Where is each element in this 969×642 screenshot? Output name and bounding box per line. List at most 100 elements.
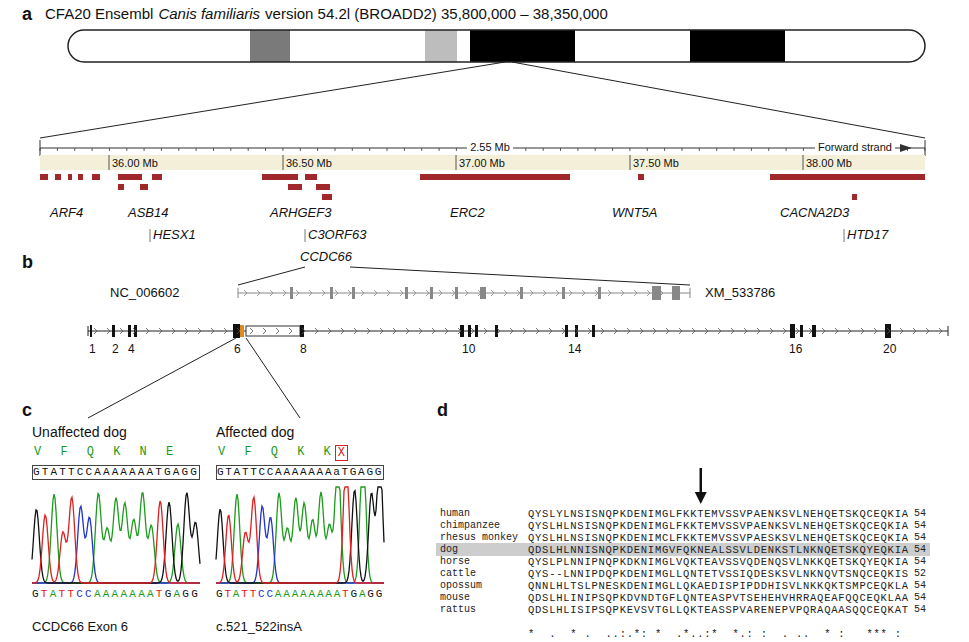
base-letter: G — [191, 588, 200, 600]
gene-bar — [305, 174, 317, 180]
gene-bar — [770, 174, 925, 180]
exon-number: 14 — [568, 343, 581, 357]
panel-heading: Affected dog — [216, 424, 294, 440]
gene-name: HTD17 — [847, 228, 888, 243]
residue-count: 54 — [914, 544, 926, 556]
pointer-arrow — [700, 468, 703, 494]
base-letter: G — [165, 588, 174, 600]
exon-number: 10 — [462, 343, 475, 357]
panel-letter: b — [22, 252, 33, 273]
protein-sequence: QDSLHLNNISNQPKDENIMGVFQKNEALSSVLDENKSTLN… — [528, 544, 909, 556]
coordinate-tick — [456, 155, 457, 170]
base-letter: C — [258, 588, 266, 600]
accession-label: NC_006602 — [110, 286, 179, 301]
gene-name: CCDC66 — [300, 250, 352, 265]
panel-letter: c — [22, 400, 32, 421]
base-letter: A — [112, 588, 121, 600]
protein-sequence: QYSLPLNNIPNQPKDKNIMGLVQKTEAVSSVQDENQSVLN… — [528, 556, 909, 568]
exon-number: 6 — [234, 343, 241, 357]
coordinate-tick — [109, 155, 803, 170]
base-letter: T — [41, 588, 50, 600]
residue-count: 52 — [914, 568, 926, 580]
protein-sequence: QYS--LNNIPDQPKDENIMGLLQNTETVSSIQDESKSVLN… — [528, 568, 909, 580]
gene-tick — [305, 229, 306, 242]
residue-count: 54 — [914, 520, 926, 532]
transcript-model — [562, 287, 565, 299]
base-letter: A — [292, 588, 300, 600]
stop-codon-box: X — [335, 445, 348, 461]
base-letter: T — [241, 588, 249, 600]
transcript-model — [790, 324, 795, 338]
transcript-model — [330, 287, 333, 299]
transcript-model — [88, 331, 948, 332]
base-letter: A — [233, 588, 241, 600]
base-letter: A — [129, 588, 138, 600]
gene-bar — [68, 174, 72, 180]
gene-bar — [420, 174, 570, 180]
gene-tick — [150, 229, 151, 242]
coordinate-label: 36.00 Mb — [112, 157, 158, 170]
transcript-model — [112, 325, 115, 337]
transcript-model — [238, 286, 690, 300]
base-letter: A — [283, 588, 291, 600]
base-letter: A — [147, 588, 156, 600]
transcript-model — [475, 325, 478, 337]
gene-tick — [150, 229, 844, 242]
base-letter: A — [334, 588, 342, 600]
gene-bar — [852, 194, 857, 200]
chromatogram-trace — [216, 487, 384, 583]
base-letter: A — [174, 588, 183, 600]
base-letter: T — [67, 588, 76, 600]
coordinate-tick — [630, 155, 631, 170]
title-text: version 54.2l (BROADD2) 35,800,000 – 38,… — [265, 5, 608, 22]
species-name: cattle — [440, 568, 476, 580]
coordinate-label: 38.00 Mb — [806, 157, 852, 170]
gene-name: C3ORF63 — [308, 228, 367, 243]
strand-chevrons — [244, 290, 676, 296]
base-call-sequence: GTATTCCAAAAAAATGAGG — [32, 588, 200, 601]
coordinate-tick — [803, 155, 804, 170]
transcript-model — [233, 324, 240, 338]
gene-bar — [118, 174, 142, 180]
amino-acid-row: V F Q K K — [218, 446, 337, 460]
panel-letter: a — [22, 4, 32, 25]
base-letter: G — [351, 588, 359, 600]
residue-count: 54 — [914, 508, 926, 520]
transcript-model — [800, 325, 803, 337]
highlighted-row: dogQDSLHLNNISNQPKDENIMGVFQKNEALSSVLDENKS… — [436, 543, 930, 556]
chromosome-ideogram — [68, 30, 925, 62]
strand-arrow — [900, 144, 912, 152]
base-letter: T — [342, 588, 350, 600]
panel-caption: CCDC66 Exon 6 — [32, 620, 128, 635]
gene-bar — [152, 174, 162, 180]
protein-sequence: QYSLHLNSISNQPKDENIMGLFKKTEMVSSVPAENKSVLN… — [528, 520, 909, 532]
gene-bar — [118, 184, 124, 190]
zoom-line — [40, 62, 925, 138]
base-letter: A — [359, 588, 367, 600]
gene-bar — [40, 174, 925, 200]
transcript-model — [238, 288, 239, 298]
exon-number: 1 — [89, 343, 96, 357]
transcript-model — [238, 293, 690, 294]
transcript-model — [948, 326, 949, 336]
base-letter: C — [76, 588, 85, 600]
residue-count: 54 — [914, 604, 926, 616]
panel-letter: d — [437, 400, 448, 421]
zoom-line — [350, 267, 690, 285]
base-letter: A — [317, 588, 325, 600]
gene-bar — [55, 174, 61, 180]
protein-sequence: QDSLHLINIPSQPKDVNDTGFLQNTEASPVTSEHEHVHRR… — [528, 592, 909, 604]
panel-heading: Unaffected dog — [32, 424, 127, 440]
gene-bar — [322, 194, 332, 200]
base-letter: G — [367, 588, 375, 600]
zoom-line — [238, 267, 690, 285]
scale-length: 2.55 Mb — [467, 141, 513, 154]
gene-name: ERC2 — [450, 206, 485, 221]
title-line: CFA20 EnsemblCanis familiarisversion 54.… — [45, 5, 608, 22]
base-letter: A — [275, 588, 283, 600]
zoom-line — [40, 62, 505, 138]
base-letter: G — [32, 588, 41, 600]
transcript-model — [88, 324, 948, 338]
transcript-model — [352, 287, 355, 299]
gene-bar — [638, 174, 644, 180]
